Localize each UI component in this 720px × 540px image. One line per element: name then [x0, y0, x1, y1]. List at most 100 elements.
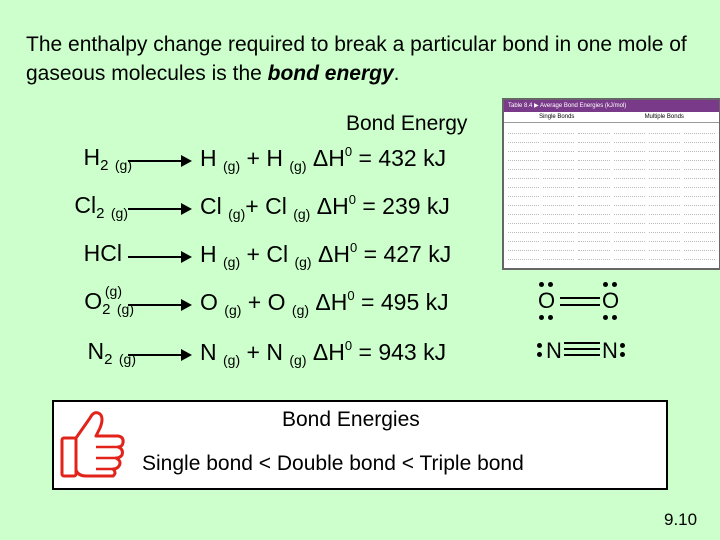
table-cell: [508, 198, 540, 206]
table-cell: [648, 189, 680, 197]
table-cell: [683, 243, 716, 251]
table-cell: [613, 252, 645, 260]
reactant: O2 (g): [84, 288, 134, 318]
table-cell: [578, 162, 610, 170]
table-cell: [613, 207, 645, 215]
table-cell: [648, 126, 680, 134]
table-cell: [613, 180, 645, 188]
table-cell: [683, 216, 716, 224]
table-cell: [508, 153, 540, 161]
oxygen-atom-left: O: [538, 288, 556, 313]
table-column: [683, 126, 716, 261]
table-cell: [648, 234, 680, 242]
table-cell: [578, 216, 610, 224]
table-headers: Single Bonds Multiple Bonds: [504, 112, 719, 123]
table-cell: [613, 135, 645, 143]
table-column: [508, 126, 540, 261]
table-cell: [683, 198, 716, 206]
table-column: [578, 126, 610, 261]
table-cell: [543, 243, 575, 251]
triple-bond-line: [564, 348, 600, 350]
table-cell: [543, 126, 575, 134]
table-cell: [543, 162, 575, 170]
nitrogen-atom-left: N: [546, 338, 562, 363]
table-cell: [613, 198, 645, 206]
table-column: [543, 126, 575, 261]
intro-text: The enthalpy change required to break a …: [26, 30, 706, 88]
bond-energy-heading: Bond Energy: [346, 112, 468, 135]
reaction-row: HCl (g) H (g) + Cl (g) ΔH0 = 427 kJ: [0, 240, 500, 299]
table-cell: [613, 171, 645, 179]
table-cell: [578, 144, 610, 152]
table-cell: [683, 126, 716, 134]
table-cell: [683, 207, 716, 215]
table-cell: [508, 234, 540, 242]
reactant: Cl2 (g): [74, 192, 128, 222]
table-cell: [543, 171, 575, 179]
energy-value: 432: [378, 145, 417, 171]
table-cell: [648, 252, 680, 260]
lone-pair-dot: [548, 282, 553, 287]
table-cell: [648, 207, 680, 215]
double-bond-line: [560, 297, 600, 299]
table-cell: [613, 234, 645, 242]
table-cell: [508, 252, 540, 260]
products: H (g) + H (g) ΔH0 = 432 kJ: [200, 144, 447, 174]
table-cell: [578, 225, 610, 233]
reaction-row: O2 (g) O (g) + O (g) ΔH0 = 495 kJ: [0, 288, 500, 324]
table-cell: [578, 135, 610, 143]
table-cell: [508, 180, 540, 188]
table-cell: [578, 234, 610, 242]
table-cell: [508, 162, 540, 170]
reaction-arrow-icon: [128, 155, 192, 167]
energy-value: 239: [382, 193, 421, 219]
table-cell: [683, 225, 716, 233]
reaction-row: N2 (g) N (g) + N (g) ΔH0 = 943 kJ: [0, 338, 500, 374]
lone-pair-dot: [537, 352, 542, 357]
table-cell: [508, 189, 540, 197]
energy-value: 495: [380, 289, 420, 315]
table-cell: [578, 180, 610, 188]
intro-text-before: The enthalpy change required to break a …: [26, 33, 687, 85]
bond-order-comparison: Single bond < Double bond < Triple bond: [142, 452, 524, 475]
table-cell: [648, 135, 680, 143]
table-cell: [683, 162, 716, 170]
table-cell: [543, 153, 575, 161]
table-cell: [648, 216, 680, 224]
energy-value: 943: [378, 339, 417, 365]
energy-value: 427: [383, 241, 422, 267]
table-cell: [613, 216, 645, 224]
reaction-arrow-icon: [128, 251, 192, 263]
products: O (g) + O (g) ΔH0 = 495 kJ: [200, 288, 449, 318]
reactant: H2 (g): [83, 144, 132, 174]
lone-pair-dot: [603, 315, 608, 320]
table-cell: [508, 243, 540, 251]
oxygen-atom-right: O: [602, 288, 620, 313]
table-cell: [578, 207, 610, 215]
table-cell: [613, 144, 645, 152]
table-cell: [543, 234, 575, 242]
reaction-arrow-icon: [128, 299, 192, 311]
table-cell: [543, 144, 575, 152]
table-cell: [683, 180, 716, 188]
table-cell: [578, 252, 610, 260]
table-cell: [648, 153, 680, 161]
multiple-bonds-header: Multiple Bonds: [644, 114, 684, 120]
table-cell: [648, 243, 680, 251]
table-cell: [508, 225, 540, 233]
table-cell: [543, 189, 575, 197]
lone-pair-dot: [537, 343, 542, 348]
lone-pair-dot: [620, 343, 625, 348]
reaction-arrow-icon: [128, 203, 192, 215]
bond-energy-table-image: Table 8.4 ▶ Average Bond Energies (kJ/mo…: [502, 98, 720, 270]
table-cell: [613, 225, 645, 233]
table-cell: [508, 144, 540, 152]
lone-pair-dot: [539, 315, 544, 320]
table-cell: [578, 126, 610, 134]
table-cell: [613, 162, 645, 170]
table-cell: [508, 216, 540, 224]
table-cell: [648, 198, 680, 206]
reaction-row: H2 (g) H (g) + H (g) ΔH0 = 432 kJ: [0, 144, 500, 180]
table-cell: [683, 144, 716, 152]
triple-bond-line: [564, 342, 600, 344]
